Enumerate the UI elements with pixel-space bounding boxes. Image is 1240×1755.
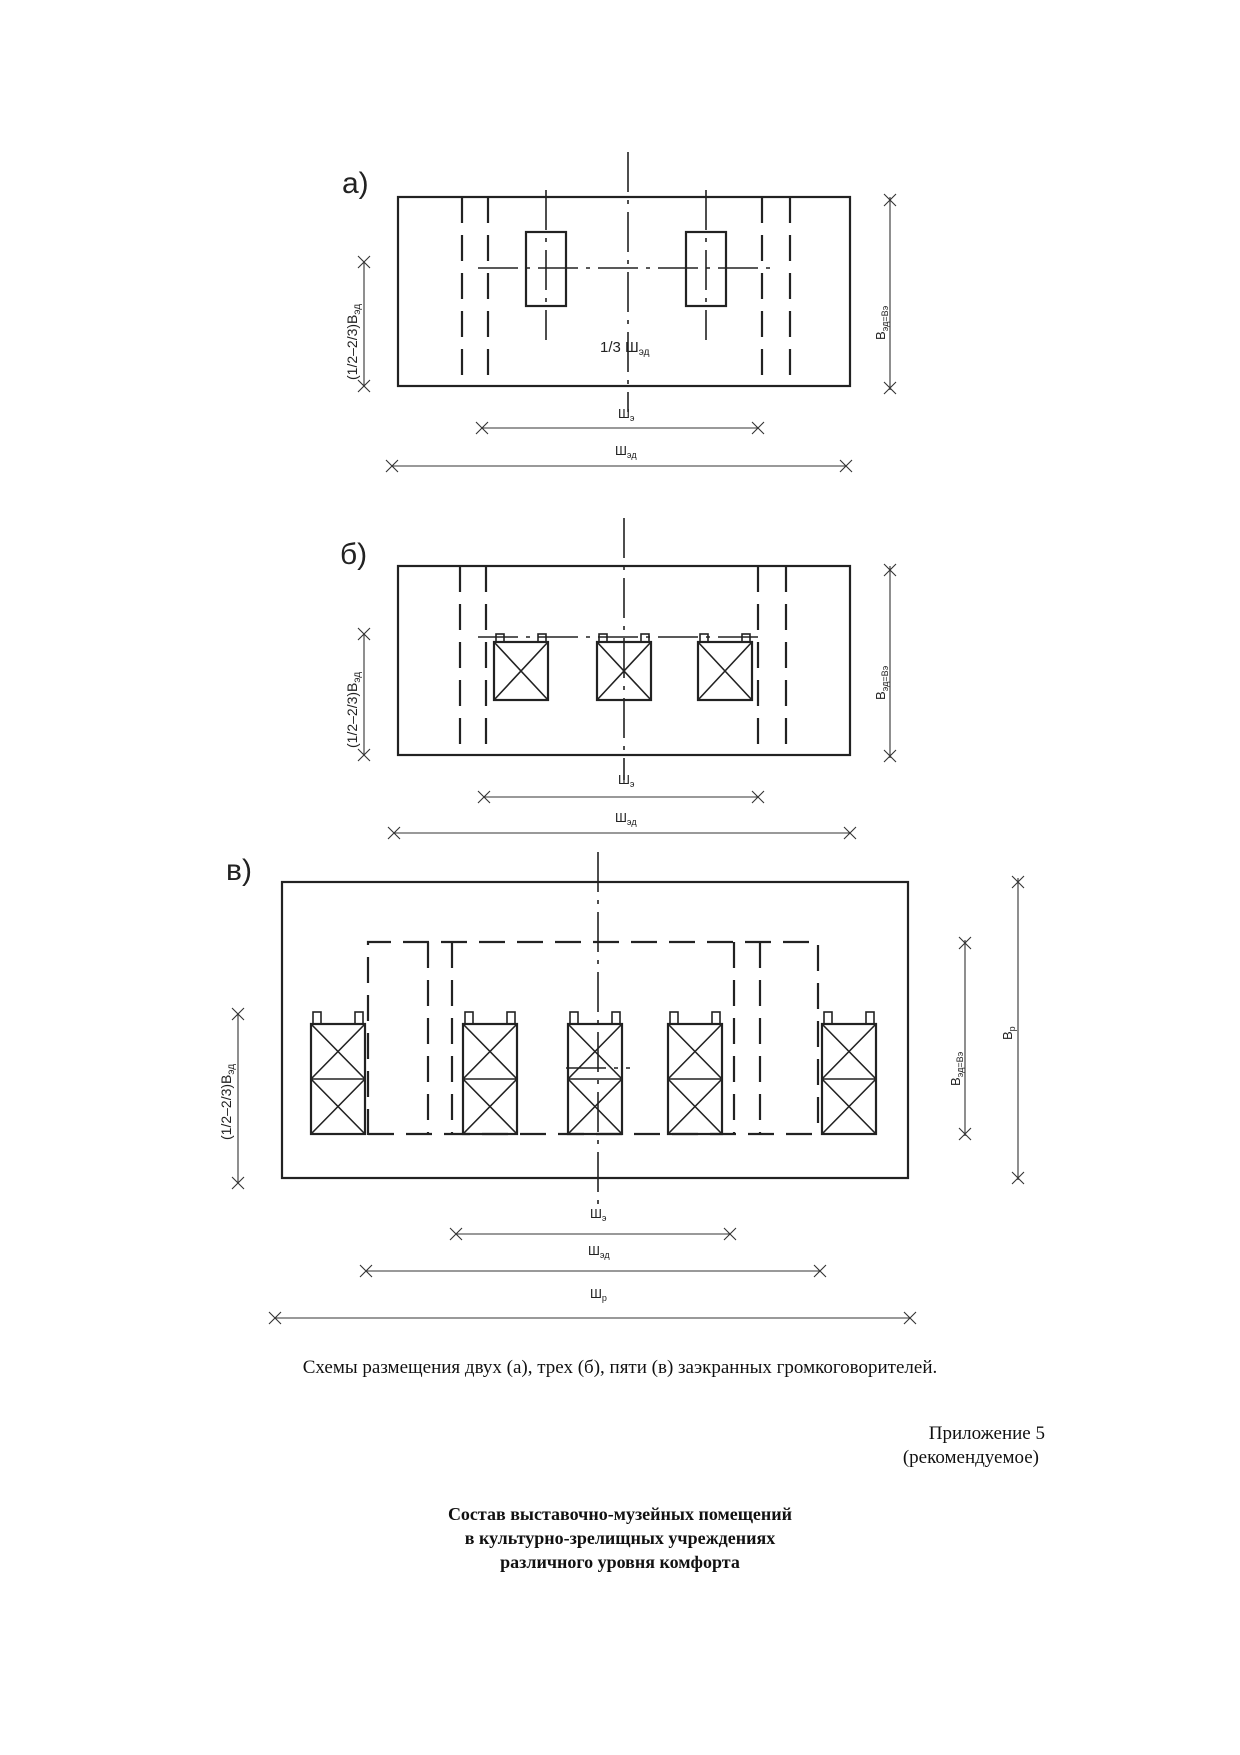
diagram-b-dim-screen-label: Шэ: [618, 772, 635, 789]
diagram-a-left-dimension: (1/2–2/3)Вэд: [344, 304, 363, 380]
diagram-b: б) (1/2–2/3)Вэд Вэд=Вэ Шэ Шэд: [340, 518, 897, 840]
diagram-a-dim-screen-label: Шэ: [618, 406, 635, 423]
diagram-b-right-dimension: Вэд=Вэ: [873, 665, 890, 700]
section-heading: Состав выставочно-музейных помещений в к…: [0, 1502, 1240, 1574]
diagram-c-portal-frame: [280, 880, 910, 1180]
diagram-c-speaker-2: [461, 1010, 519, 1136]
diagram-b-dim-stage-label: Шэд: [615, 810, 637, 827]
diagram-c-left-dimension: (1/2–2/3)Вэд: [218, 1064, 237, 1140]
diagram-c: в) (1/2–2/3)Вэд Вэд=Вэ Вр Шэ Шэд: [218, 852, 1025, 1325]
diagram-c-dim-screen-label: Шэ: [590, 1206, 607, 1223]
diagram-a-speaker-right: [684, 230, 728, 308]
annex-title: Приложение 5: [928, 1423, 1045, 1444]
heading-line-1: Состав выставочно-музейных помещений: [447, 1504, 793, 1524]
diagram-a-speaker-left: [524, 230, 568, 308]
diagram-c-speaker-5: [820, 1010, 878, 1136]
diagram-b-left-dimension: (1/2–2/3)Вэд: [344, 672, 363, 748]
annex-status: (рекомендуемое): [902, 1447, 1039, 1468]
diagram-a-right-dimension: Вэд=Вэ: [873, 305, 890, 340]
diagram-c-dim-portal-label: Шр: [590, 1286, 607, 1303]
heading-line-2: в культурно-зрелищных учреждениях: [464, 1528, 776, 1548]
diagram-c-label: в): [226, 854, 252, 887]
diagram-a-center-note: 1/3 Шэд: [600, 339, 650, 358]
diagram-a-screen-frame: [396, 195, 852, 388]
diagram-c-screen-outline: [366, 940, 820, 1135]
diagram-c-speaker-1: [309, 1010, 367, 1136]
diagram-c-speaker-4: [666, 1010, 724, 1136]
figure-caption: Схемы размещения двух (а), трех (б), пят…: [302, 1357, 938, 1378]
diagram-b-speaker-right: [696, 632, 754, 702]
diagram-b-label: б): [340, 538, 367, 571]
diagram-a-label: а): [342, 167, 369, 200]
diagram-a: а) 1/3 Шэд (1/2–2/3)Вэд Вэд=Вэ Шэ Шэд: [342, 152, 897, 473]
heading-line-3: различного уровня комфорта: [500, 1552, 740, 1572]
diagram-c-right-dimension-inner: Вэд=Вэ: [948, 1051, 965, 1086]
annex-block: Приложение 5 (рекомендуемое): [903, 1422, 1045, 1470]
diagram-c-right-dimension-outer: Вр: [1000, 1026, 1017, 1040]
diagram-c-dim-stage-label: Шэд: [588, 1243, 610, 1260]
diagram-a-dim-stage-label: Шэд: [615, 443, 637, 460]
diagram-b-speaker-left: [492, 632, 550, 702]
diagram-c-speaker-3: [566, 1010, 624, 1136]
